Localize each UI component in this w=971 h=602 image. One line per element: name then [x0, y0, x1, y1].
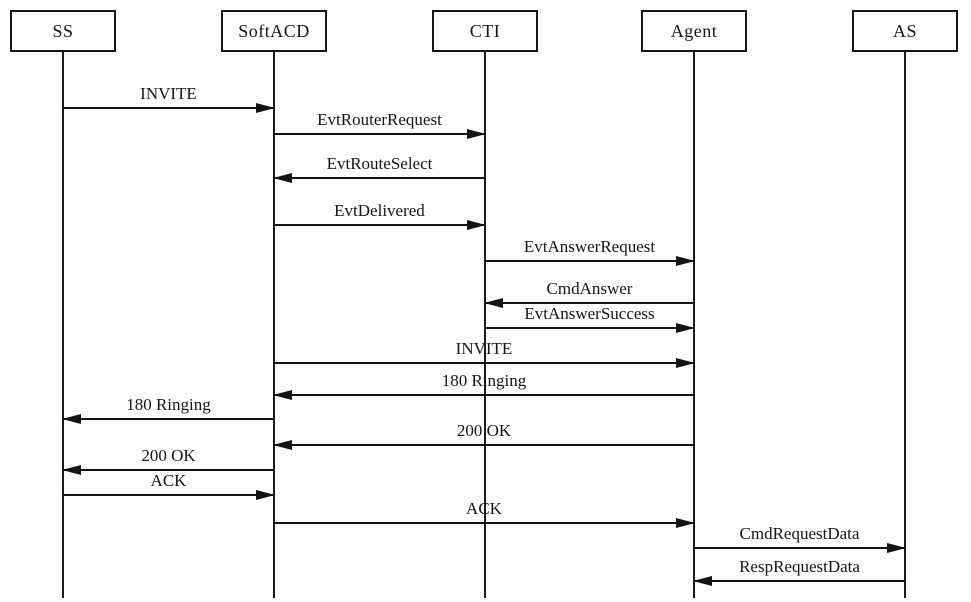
message-arrow: [62, 414, 274, 424]
message-label: CmdAnswer: [546, 279, 633, 298]
arrowhead-icon: [273, 390, 292, 400]
message-label: EvtAnswerSuccess: [524, 304, 655, 323]
message-arrow: [273, 173, 485, 183]
actor-box-ss: SS: [10, 10, 116, 52]
message-arrow: [485, 323, 695, 333]
lifeline-ss: [62, 50, 64, 598]
message-arrow: [484, 298, 694, 308]
actor-label-ss: SS: [52, 20, 74, 41]
message-arrow: [274, 220, 486, 230]
message-arrow: [63, 490, 275, 500]
arrowhead-icon: [693, 576, 712, 586]
actor-label-softacd: SoftACD: [238, 20, 310, 41]
arrowhead-icon: [676, 256, 695, 266]
message-arrow: [62, 465, 274, 475]
message-label: CmdRequestData: [739, 524, 860, 543]
arrowhead-icon: [887, 543, 906, 553]
message-label: INVITE: [140, 84, 197, 103]
lifeline-softacd: [273, 50, 275, 598]
message-label: EvtRouteSelect: [326, 154, 433, 173]
message-label: EvtAnswerRequest: [523, 237, 656, 256]
message-label: 200 OK: [141, 446, 196, 465]
message-arrow: [694, 543, 906, 553]
actor-box-softacd: SoftACD: [221, 10, 327, 52]
actor-box-agent: Agent: [641, 10, 747, 52]
arrowhead-icon: [62, 414, 81, 424]
arrowhead-icon: [467, 220, 486, 230]
message-arrow: [693, 576, 905, 586]
actor-label-as: AS: [892, 20, 917, 41]
arrowhead-icon: [273, 440, 292, 450]
message-label: ACK: [150, 471, 187, 490]
message-arrow: [485, 256, 695, 266]
actor-box-as: AS: [852, 10, 958, 52]
message-arrow: [63, 103, 275, 113]
message-label: EvtRouterRequest: [317, 110, 442, 129]
actor-label-agent: Agent: [670, 20, 718, 41]
arrowhead-icon: [256, 103, 275, 113]
arrowhead-icon: [273, 173, 292, 183]
message-arrow: [274, 518, 695, 528]
arrowhead-icon: [484, 298, 503, 308]
arrowhead-icon: [676, 323, 695, 333]
arrowhead-icon: [467, 129, 486, 139]
lifeline-cti: [484, 50, 486, 598]
arrowhead-icon: [256, 490, 275, 500]
arrowhead-icon: [676, 518, 695, 528]
message-label: EvtDelivered: [334, 201, 425, 220]
message-arrow: [274, 358, 695, 368]
actor-label-cti: CTI: [469, 20, 501, 41]
lifeline-as: [904, 50, 906, 598]
message-label: RespRequestData: [739, 557, 860, 576]
message-arrow: [273, 440, 694, 450]
arrowhead-icon: [62, 465, 81, 475]
message-label: 180 Ringing: [126, 395, 211, 414]
message-arrow: [274, 129, 486, 139]
actor-box-cti: CTI: [432, 10, 538, 52]
arrowhead-icon: [676, 358, 695, 368]
message-arrow: [273, 390, 694, 400]
